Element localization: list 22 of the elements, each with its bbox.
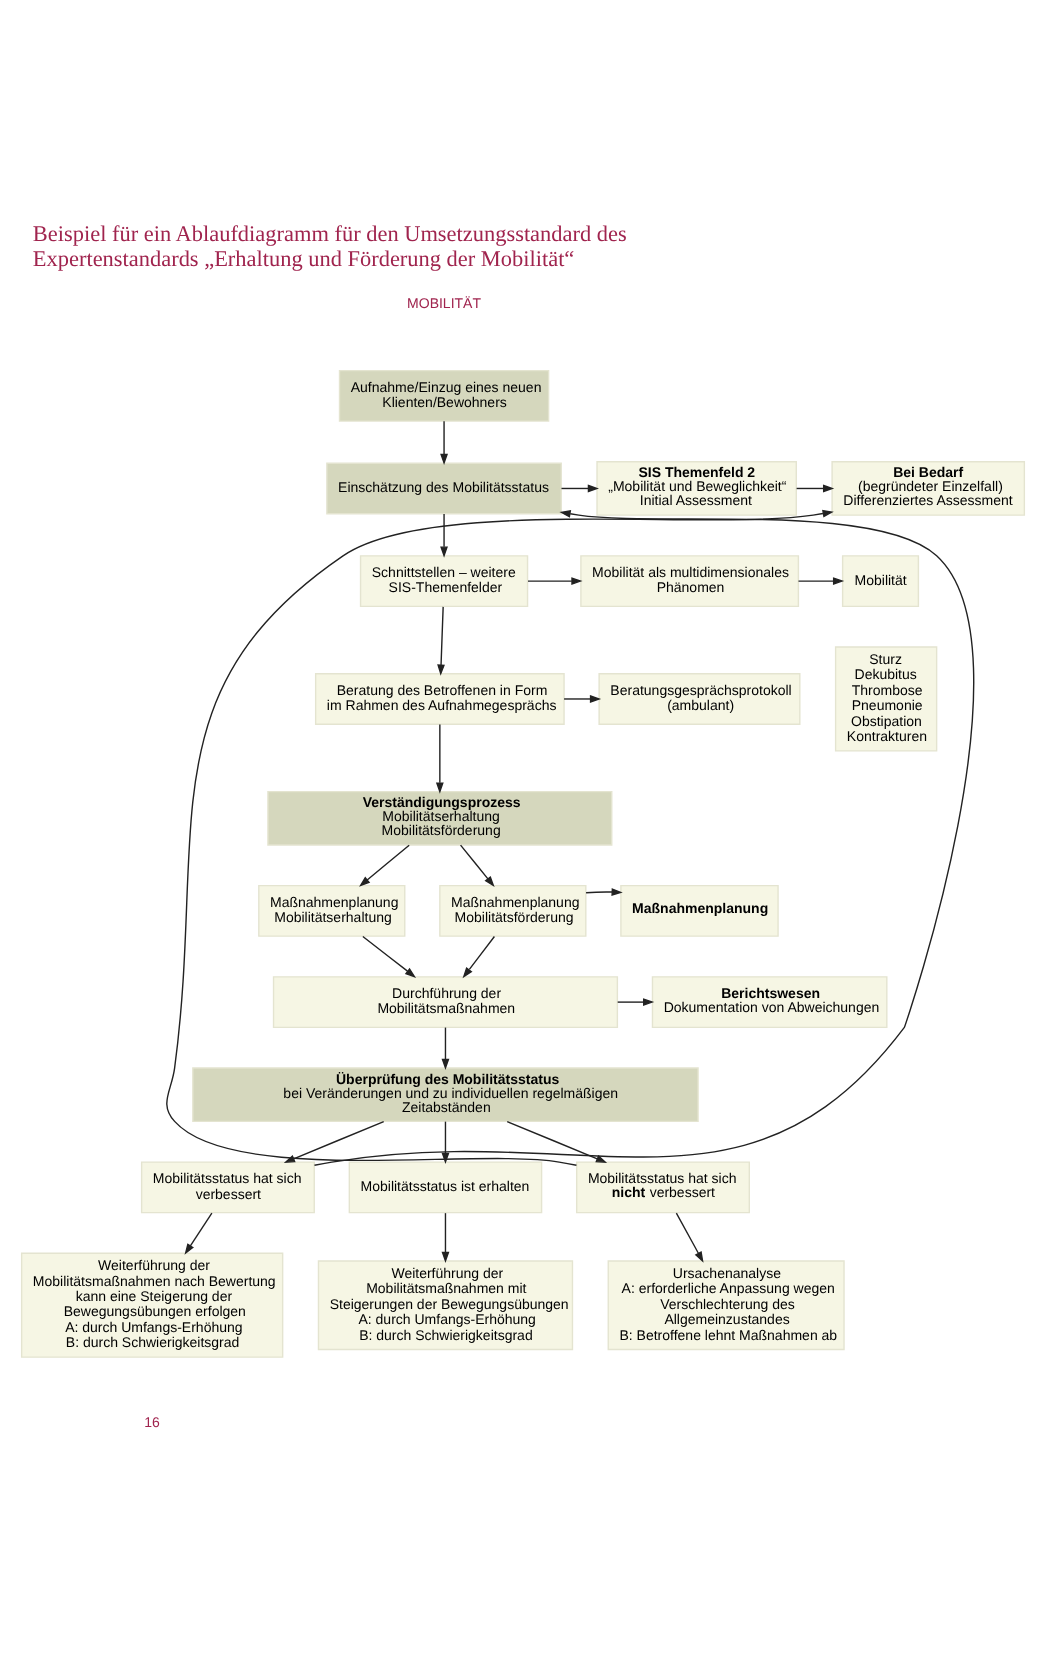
arrow	[585, 887, 623, 895]
diagram-title: Beispiel für ein Ablaufdiagramm für den Umsetzungsstandard des Expertenstandards „Erhaltung und Förderung der Mobilität“	[32, 222, 627, 272]
arrow	[184, 1211, 213, 1254]
arrow	[459, 843, 495, 887]
arrow	[560, 483, 599, 492]
arrow	[441, 1025, 450, 1070]
arrow	[617, 997, 655, 1006]
arrow	[462, 934, 496, 978]
arrow	[440, 419, 448, 465]
arrow	[435, 722, 444, 793]
arrow	[506, 1119, 608, 1162]
arrow	[675, 1211, 704, 1262]
arrow	[359, 843, 410, 886]
arrow	[441, 1211, 450, 1262]
arrow	[527, 576, 583, 585]
arrow	[440, 512, 448, 557]
arrow	[437, 605, 445, 675]
arrow	[797, 576, 845, 585]
arrow	[441, 1119, 450, 1164]
arrow	[795, 483, 835, 492]
arrow	[563, 694, 602, 702]
arrow	[362, 934, 417, 977]
